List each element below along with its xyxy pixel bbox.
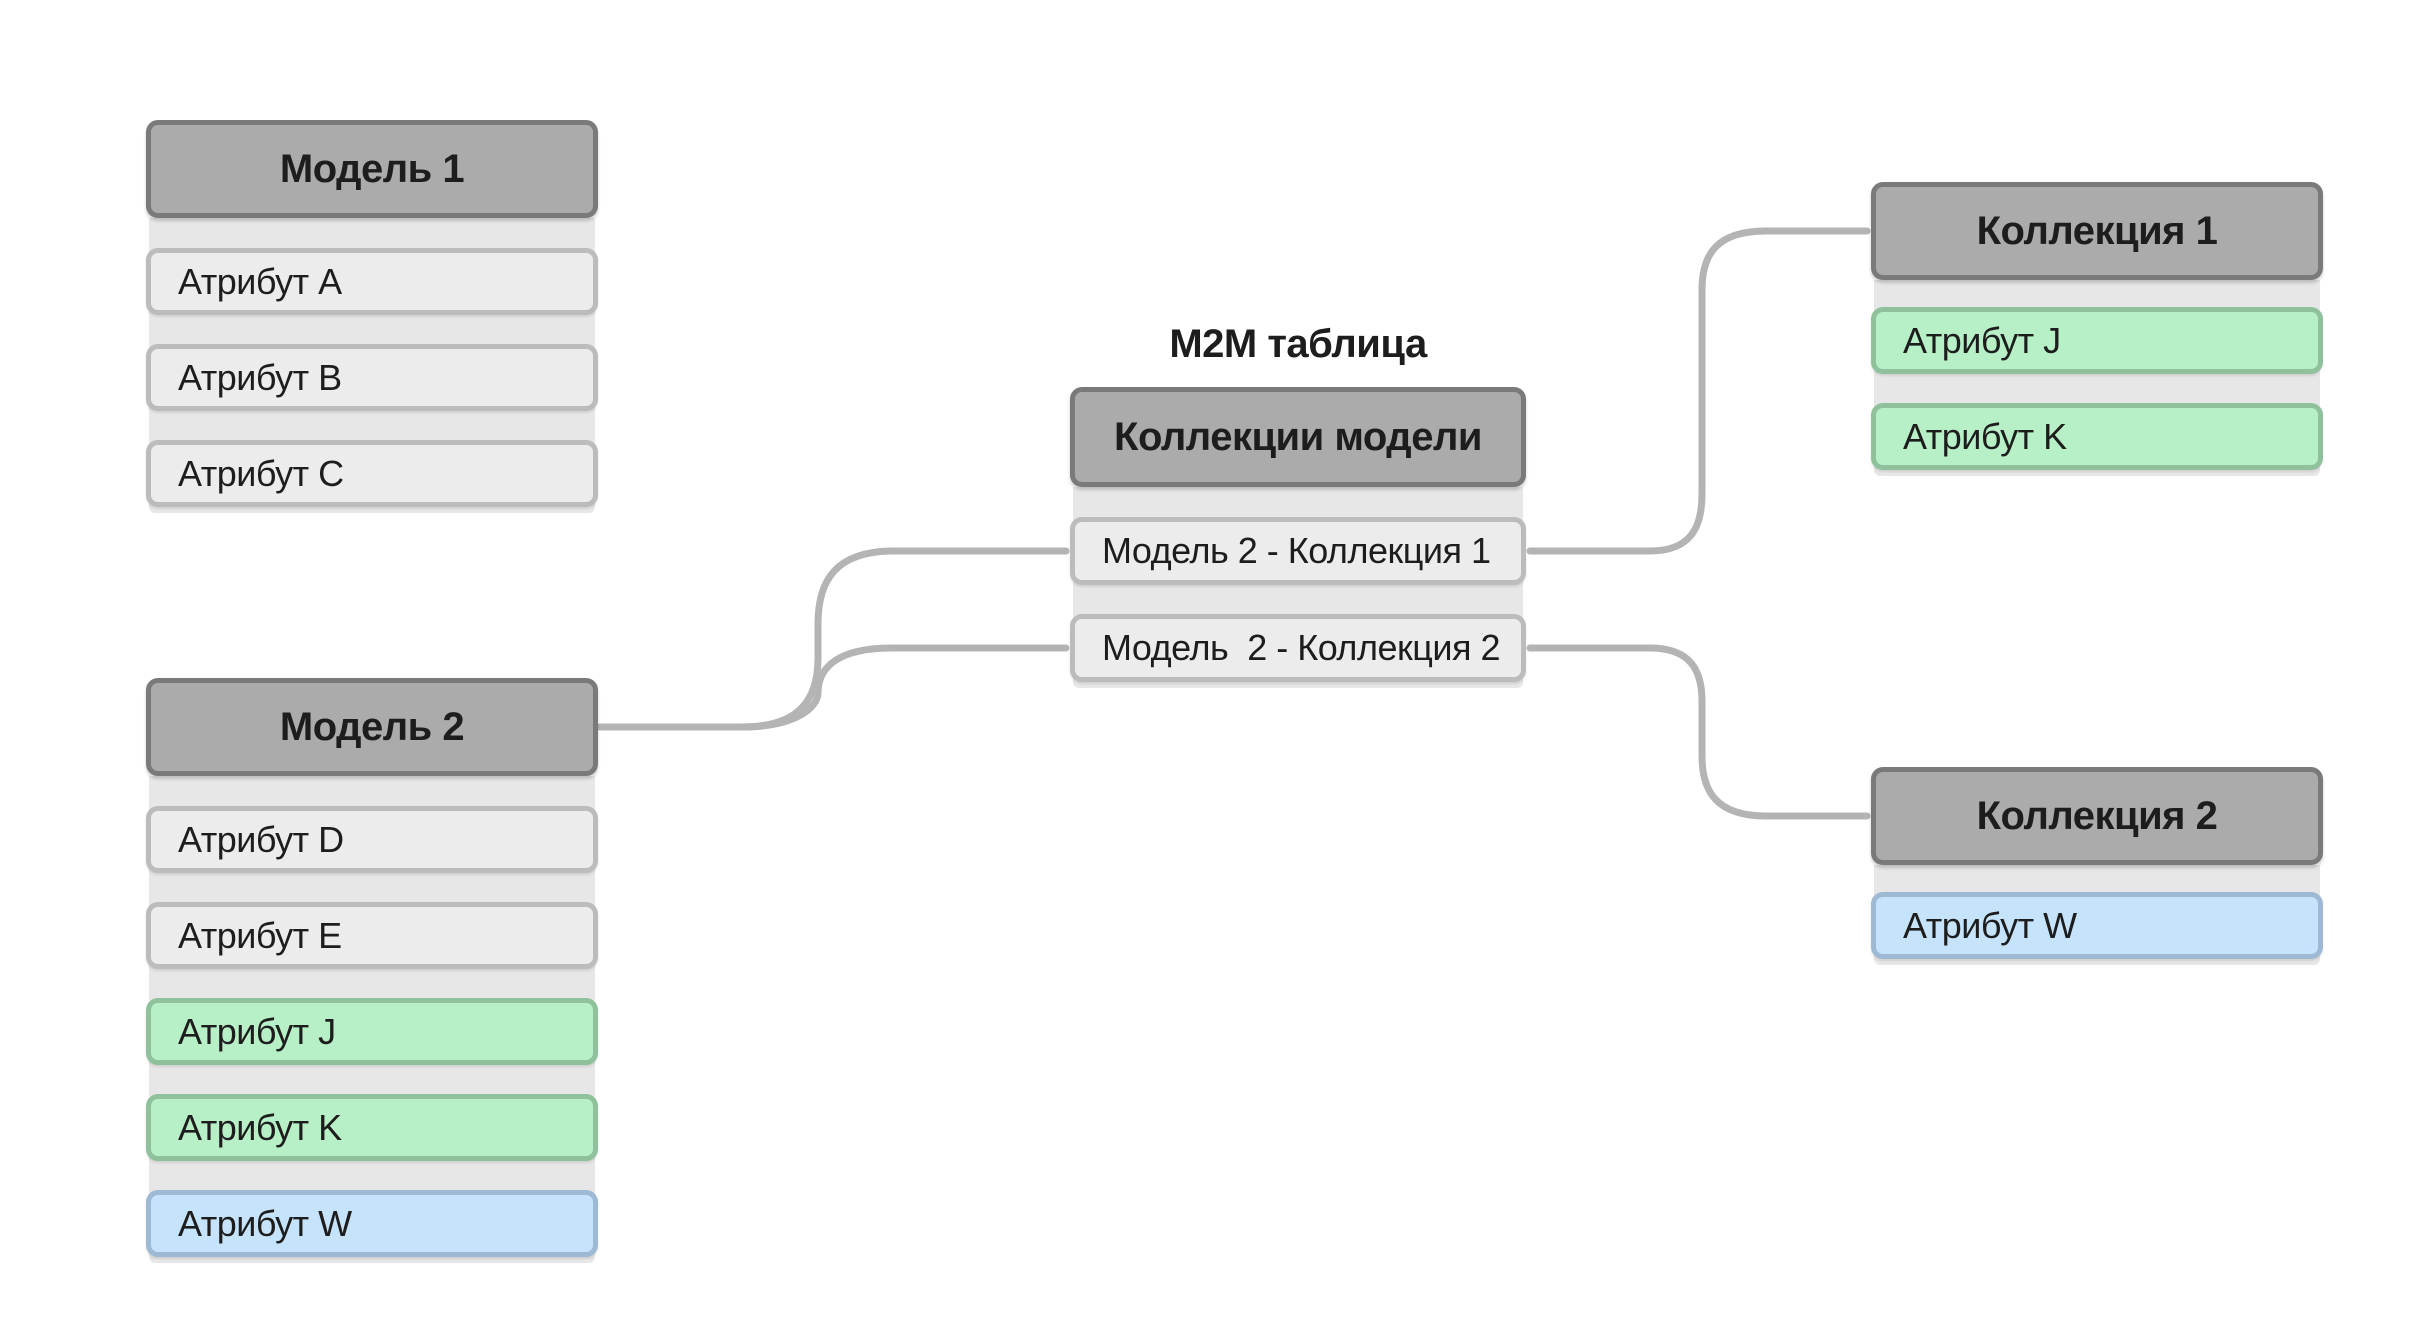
entity-table-collection-2: Коллекция 2 Атрибут W bbox=[1871, 767, 2323, 965]
connector-model2-to-m2m-row2 bbox=[596, 644, 1070, 731]
table-body: Модель 2 - Коллекция 1 Модель 2 - Коллек… bbox=[1070, 487, 1526, 688]
attribute-row: Атрибут E bbox=[146, 902, 598, 969]
attribute-label: Атрибут K bbox=[178, 1106, 342, 1148]
attribute-label: Атрибут C bbox=[178, 452, 344, 494]
attribute-row-shared-blue: Атрибут W bbox=[146, 1190, 598, 1257]
attribute-label: Атрибут E bbox=[178, 914, 342, 956]
table-header-collection-1: Коллекция 1 bbox=[1871, 182, 2323, 280]
m2m-table-caption: M2M таблица bbox=[1169, 322, 1427, 366]
attribute-label: Атрибут A bbox=[178, 260, 342, 302]
entity-table-model-1: Модель 1 Атрибут A Атрибут B Атрибут C bbox=[146, 120, 598, 513]
connector-model2-to-m2m-row1 bbox=[596, 547, 1070, 731]
attribute-row: Атрибут C bbox=[146, 440, 598, 507]
attribute-row-shared-green: Атрибут K bbox=[1871, 403, 2323, 470]
entity-table-collection-1: Коллекция 1 Атрибут J Атрибут K bbox=[1871, 182, 2323, 476]
table-title: Коллекция 1 bbox=[1976, 208, 2218, 253]
table-title: Модель 1 bbox=[279, 146, 465, 191]
m2m-link-row: Модель 2 - Коллекция 2 bbox=[1070, 614, 1526, 682]
attribute-label: Атрибут J bbox=[1903, 319, 2061, 361]
attribute-row-shared-green: Атрибут J bbox=[146, 998, 598, 1065]
table-body: Атрибут D Атрибут E Атрибут J Атрибут K … bbox=[146, 776, 598, 1263]
connector-m2m-row1-to-collection1 bbox=[1526, 227, 1871, 555]
table-header-model-2: Модель 2 bbox=[146, 678, 598, 776]
attribute-label: Атрибут J bbox=[178, 1010, 336, 1052]
table-header-collection-2: Коллекция 2 bbox=[1871, 767, 2323, 865]
attribute-row-shared-green: Атрибут K bbox=[146, 1094, 598, 1161]
table-body: Атрибут J Атрибут K bbox=[1871, 280, 2323, 476]
attribute-row: Атрибут D bbox=[146, 806, 598, 873]
table-header-model-1: Модель 1 bbox=[146, 120, 598, 218]
attribute-row: Атрибут A bbox=[146, 248, 598, 315]
attribute-label: Атрибут W bbox=[1903, 904, 2077, 946]
attribute-label: Атрибут K bbox=[1903, 415, 2067, 457]
m2m-link-row: Модель 2 - Коллекция 1 bbox=[1070, 517, 1526, 585]
attribute-label: Атрибут W bbox=[178, 1202, 352, 1244]
table-title: Коллекция 2 bbox=[1976, 793, 2218, 838]
attribute-row-shared-blue: Атрибут W bbox=[1871, 892, 2323, 959]
table-header-m2m: Коллекции модели bbox=[1070, 387, 1526, 487]
attribute-label: Атрибут B bbox=[178, 356, 342, 398]
m2m-link-label: Модель 2 - Коллекция 2 bbox=[1102, 627, 1500, 668]
attribute-row-shared-green: Атрибут J bbox=[1871, 307, 2323, 374]
table-body: Атрибут W bbox=[1871, 865, 2323, 965]
table-body: Атрибут A Атрибут B Атрибут C bbox=[146, 218, 598, 513]
attribute-row: Атрибут B bbox=[146, 344, 598, 411]
connector-m2m-row2-to-collection2 bbox=[1526, 644, 1871, 820]
table-title: Коллекции модели bbox=[1114, 414, 1482, 459]
entity-table-model-2: Модель 2 Атрибут D Атрибут E Атрибут J А… bbox=[146, 678, 598, 1263]
table-title: Модель 2 bbox=[279, 704, 465, 749]
m2m-table: Коллекции модели Модель 2 - Коллекция 1 … bbox=[1070, 387, 1526, 688]
attribute-label: Атрибут D bbox=[178, 818, 344, 860]
m2m-link-label: Модель 2 - Коллекция 1 bbox=[1102, 530, 1491, 571]
